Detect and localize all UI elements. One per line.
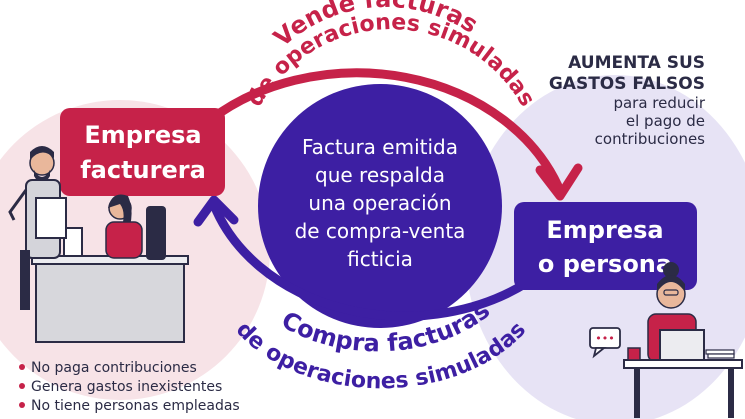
empresa-persona-box: [514, 202, 697, 290]
bullet-item-2: Genera gastos inexistentes: [31, 379, 222, 395]
top-arc-arrowhead-icon: [535, 163, 583, 201]
bottom-arc-arrowhead-icon: [193, 195, 239, 227]
empresa-persona-line1: Empresa: [546, 216, 663, 244]
bullet-dot-icon: [19, 364, 25, 370]
chat-bubble-dots: •••: [595, 332, 614, 345]
bottom-arc-arrow: [209, 200, 533, 321]
mug-icon: [627, 347, 641, 361]
monitor-icon: [63, 227, 83, 257]
note-line3: para reducir: [613, 94, 705, 112]
laptop-woman-illustration: •••: [589, 262, 743, 418]
note-bold-line1: AUMENTA SUS: [568, 53, 705, 73]
center-circle: [258, 84, 502, 328]
desk-icon: [35, 257, 185, 343]
note-line5: contribuciones: [595, 130, 706, 148]
note-line4: el pago de: [626, 112, 705, 130]
note-bold-line2: GASTOS FALSOS: [549, 74, 705, 94]
empresa-persona-line2: o persona: [538, 250, 672, 278]
bullet-item-3: No tiene personas empleadas: [31, 398, 240, 414]
top-arc-arrow: [205, 68, 563, 191]
chair-icon: [146, 206, 166, 260]
bullet-item-1: No paga contribuciones: [31, 360, 197, 376]
empresa-facturera-line1: Empresa: [84, 121, 201, 149]
office-illustration: [8, 146, 189, 343]
bullet-dot-icon: [19, 383, 25, 389]
center-text-line5: ficticia: [347, 247, 413, 271]
seated-woman-icon: [105, 194, 143, 259]
center-text-line1: Factura emitida: [302, 135, 458, 159]
center-text-line2: que respalda: [315, 163, 445, 187]
laptop-icon: [659, 329, 705, 361]
center-text-line4: de compra-venta: [295, 219, 466, 243]
center-text-line3: una operación: [308, 191, 451, 215]
standing-man-icon: [8, 146, 67, 310]
bullet-dot-icon: [19, 402, 25, 408]
empresa-facturera-line2: facturera: [80, 156, 206, 184]
empresa-facturera-box: [60, 108, 225, 196]
